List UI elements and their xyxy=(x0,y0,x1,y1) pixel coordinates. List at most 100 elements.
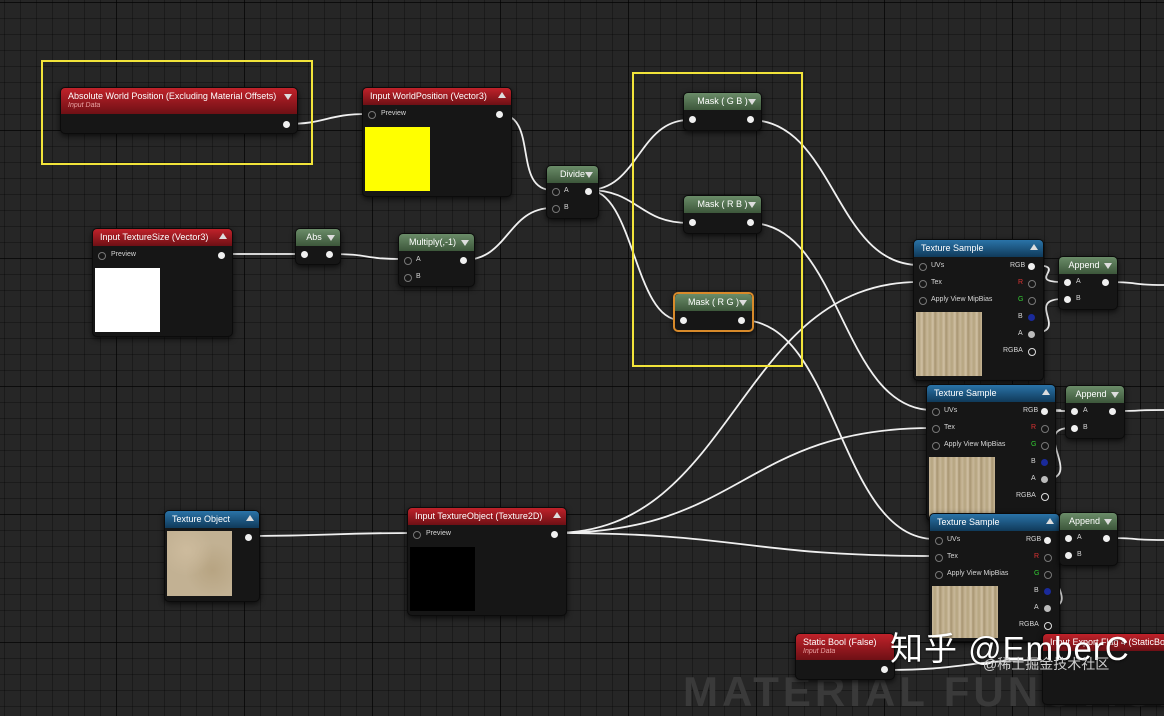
a-output-pin[interactable] xyxy=(1028,331,1035,338)
a-output-pin[interactable] xyxy=(1041,476,1048,483)
output-pin[interactable] xyxy=(283,121,290,128)
uvs-input-pin[interactable] xyxy=(932,408,940,416)
preview-input-pin[interactable] xyxy=(368,111,376,119)
texture-sample-node-3[interactable]: Texture Sample UVs Tex Apply View MipBia… xyxy=(929,513,1060,642)
collapse-arrow-icon[interactable] xyxy=(498,92,506,98)
collapse-arrow-icon[interactable] xyxy=(1104,519,1112,525)
collapse-arrow-icon[interactable] xyxy=(739,300,747,306)
append-node-2[interactable]: Append A B xyxy=(1065,385,1125,439)
input-pin-b[interactable] xyxy=(1065,552,1072,559)
g-output-pin[interactable] xyxy=(1044,571,1052,579)
rgba-output-pin[interactable] xyxy=(1028,348,1036,356)
preview-input-pin[interactable] xyxy=(98,252,106,260)
static-bool-node[interactable]: Static Bool (False) Input Data xyxy=(795,633,895,680)
output-pin[interactable] xyxy=(747,116,754,123)
output-pin[interactable] xyxy=(1102,279,1109,286)
absolute-world-position-node[interactable]: Absolute World Position (Excluding Mater… xyxy=(60,87,298,134)
input-pin-a[interactable] xyxy=(552,188,560,196)
preview-input-pin[interactable] xyxy=(413,531,421,539)
mask-rb-node[interactable]: Mask ( R B ) xyxy=(683,195,762,234)
input-texture-object-node[interactable]: Input TextureObject (Texture2D) Preview xyxy=(407,507,567,616)
node-header: Static Bool (False) Input Data xyxy=(796,634,894,660)
collapse-arrow-icon[interactable] xyxy=(553,512,561,518)
node-header: Append xyxy=(1060,513,1117,530)
collapse-arrow-icon[interactable] xyxy=(748,202,756,208)
output-pin[interactable] xyxy=(245,534,252,541)
output-pin[interactable] xyxy=(551,531,558,538)
input-pin-b[interactable] xyxy=(1064,296,1071,303)
uvs-input-pin[interactable] xyxy=(919,263,927,271)
output-pin[interactable] xyxy=(496,111,503,118)
b-output-pin[interactable] xyxy=(1028,314,1035,321)
rgba-output-pin[interactable] xyxy=(1044,622,1052,630)
r-label: R xyxy=(1018,279,1024,286)
output-pin[interactable] xyxy=(460,257,467,264)
output-pin[interactable] xyxy=(585,188,592,195)
r-output-pin[interactable] xyxy=(1044,554,1052,562)
tex-label: Tex xyxy=(944,424,955,431)
collapse-arrow-icon[interactable] xyxy=(461,240,469,246)
uvs-input-pin[interactable] xyxy=(935,537,943,545)
input-pin-a[interactable] xyxy=(1064,279,1071,286)
input-pin-b[interactable] xyxy=(1071,425,1078,432)
collapse-arrow-icon[interactable] xyxy=(246,515,254,521)
tex-input-pin[interactable] xyxy=(932,425,940,433)
collapse-arrow-icon[interactable] xyxy=(284,94,292,100)
collapse-arrow-icon[interactable] xyxy=(585,172,593,178)
mask-gb-node[interactable]: Mask ( G B ) xyxy=(683,92,762,131)
input-texture-size-node[interactable]: Input TextureSize (Vector3) Preview xyxy=(92,228,233,337)
mipbias-input-pin[interactable] xyxy=(919,297,927,305)
collapse-arrow-icon[interactable] xyxy=(748,99,756,105)
collapse-arrow-icon[interactable] xyxy=(1042,389,1050,395)
multiply-node[interactable]: Multiply(,-1) A B xyxy=(398,233,475,287)
append-node-1[interactable]: Append A B xyxy=(1058,256,1118,310)
rgb-output-pin[interactable] xyxy=(1028,263,1035,270)
collapse-arrow-icon[interactable] xyxy=(327,235,335,241)
output-pin[interactable] xyxy=(1103,535,1110,542)
output-pin[interactable] xyxy=(747,219,754,226)
rgba-output-pin[interactable] xyxy=(1041,493,1049,501)
input-world-position-node[interactable]: Input WorldPosition (Vector3) Preview xyxy=(362,87,512,197)
output-pin[interactable] xyxy=(326,251,333,258)
texture-sample-node-1[interactable]: Texture Sample UVs Tex Apply View MipBia… xyxy=(913,239,1044,381)
output-pin[interactable] xyxy=(738,317,745,324)
output-pin[interactable] xyxy=(881,666,888,673)
export-flag-node-partial[interactable]: Input Export Flag 4 (StaticBool) xyxy=(1042,633,1164,705)
input-pin-b[interactable] xyxy=(552,205,560,213)
rgb-output-pin[interactable] xyxy=(1044,537,1051,544)
abs-node[interactable]: Abs xyxy=(295,228,341,265)
texture-sample-node-2[interactable]: Texture Sample UVs Tex Apply View MipBia… xyxy=(926,384,1056,521)
mask-rg-node[interactable]: Mask ( R G ) xyxy=(673,292,754,332)
divide-node[interactable]: Divide A B xyxy=(546,165,599,219)
collapse-arrow-icon[interactable] xyxy=(1030,244,1038,250)
input-pin-a[interactable] xyxy=(1071,408,1078,415)
b-output-pin[interactable] xyxy=(1044,588,1051,595)
b-output-pin[interactable] xyxy=(1041,459,1048,466)
input-pin[interactable] xyxy=(689,219,696,226)
tex-input-pin[interactable] xyxy=(935,554,943,562)
append-node-3[interactable]: Append A B xyxy=(1059,512,1118,566)
input-pin-a[interactable] xyxy=(404,257,412,265)
input-pin[interactable] xyxy=(680,317,687,324)
wire-mask-rg-to-sample3 xyxy=(740,319,936,540)
collapse-arrow-icon[interactable] xyxy=(1046,518,1054,524)
a-output-pin[interactable] xyxy=(1044,605,1051,612)
tex-input-pin[interactable] xyxy=(919,280,927,288)
input-pin[interactable] xyxy=(301,251,308,258)
r-output-pin[interactable] xyxy=(1028,280,1036,288)
rgb-output-pin[interactable] xyxy=(1041,408,1048,415)
r-output-pin[interactable] xyxy=(1041,425,1049,433)
output-pin[interactable] xyxy=(1109,408,1116,415)
mipbias-input-pin[interactable] xyxy=(932,442,940,450)
collapse-arrow-icon[interactable] xyxy=(219,233,227,239)
input-pin-a[interactable] xyxy=(1065,535,1072,542)
mipbias-input-pin[interactable] xyxy=(935,571,943,579)
input-pin-b[interactable] xyxy=(404,274,412,282)
collapse-arrow-icon[interactable] xyxy=(1104,263,1112,269)
texture-object-node[interactable]: Texture Object xyxy=(164,510,260,602)
g-output-pin[interactable] xyxy=(1028,297,1036,305)
input-pin[interactable] xyxy=(689,116,696,123)
collapse-arrow-icon[interactable] xyxy=(1111,392,1119,398)
g-output-pin[interactable] xyxy=(1041,442,1049,450)
output-pin[interactable] xyxy=(218,252,225,259)
